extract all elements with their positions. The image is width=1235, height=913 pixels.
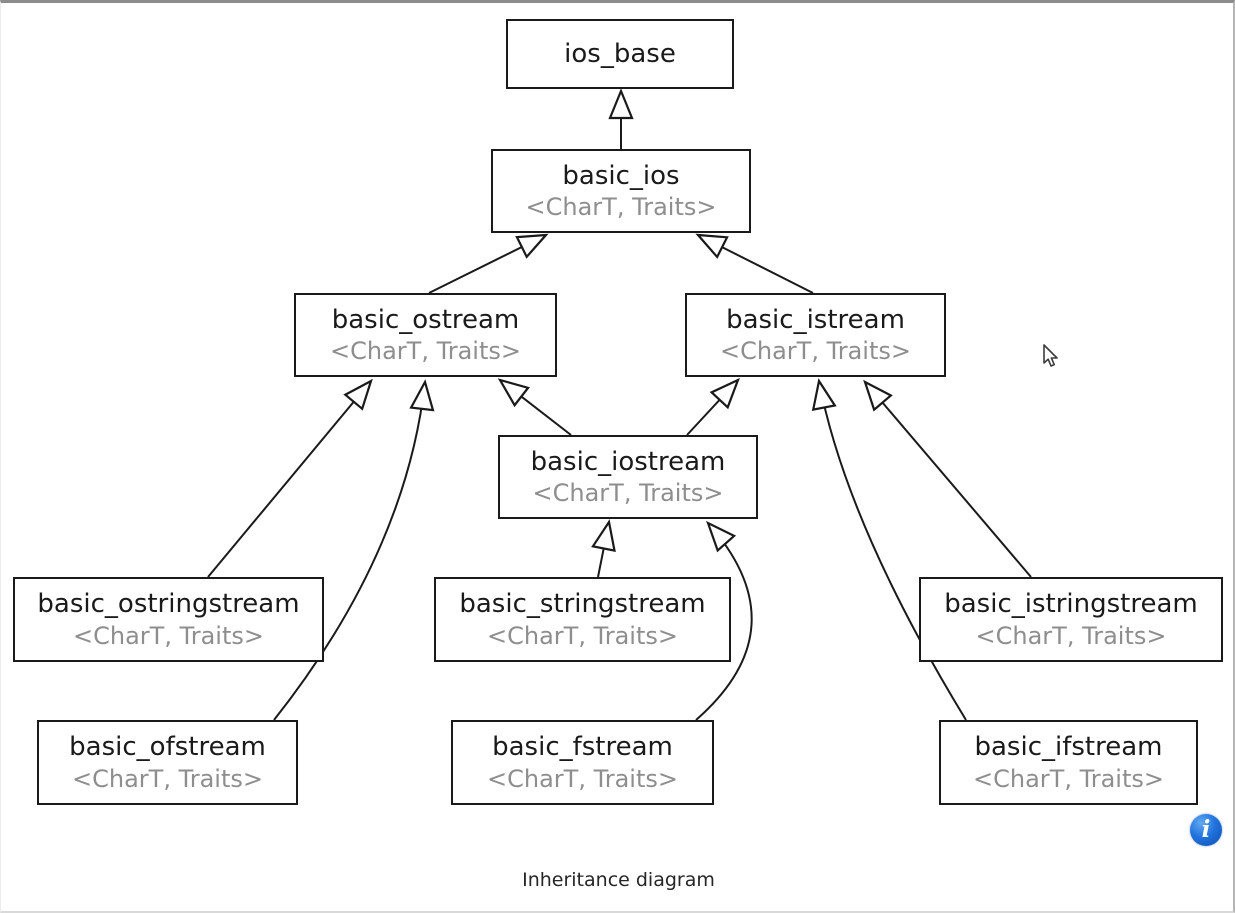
- template-params: <CharT, Traits>: [487, 764, 678, 793]
- class-name: basic_ofstream: [69, 732, 266, 763]
- class-name: ios_base: [564, 38, 676, 69]
- class-name: basic_stringstream: [459, 589, 706, 620]
- class-name: basic_ostringstream: [37, 589, 300, 620]
- class-node-basic_ostringstream: basic_ostringstream <CharT, Traits>: [13, 577, 324, 662]
- class-node-basic_ofstream: basic_ofstream <CharT, Traits>: [37, 720, 298, 805]
- template-params: <CharT, Traits>: [487, 621, 678, 650]
- edge-basic_ostringstream-to-basic_ostream: [207, 378, 373, 578]
- class-name: basic_istringstream: [944, 589, 1198, 620]
- diagram-caption: Inheritance diagram: [522, 869, 715, 891]
- class-node-basic_ostream: basic_ostream <CharT, Traits>: [294, 293, 557, 377]
- template-params: <CharT, Traits>: [532, 479, 724, 508]
- class-name: basic_fstream: [492, 732, 673, 763]
- template-params: <CharT, Traits>: [330, 337, 521, 366]
- edge-basic_stringstream-to-basic_iostream: [591, 519, 616, 578]
- class-name: basic_istream: [726, 304, 905, 335]
- class-node-basic_iostream: basic_iostream <CharT, Traits>: [498, 435, 758, 519]
- template-params: <CharT, Traits>: [973, 764, 1164, 793]
- template-params: <CharT, Traits>: [720, 337, 911, 366]
- class-name: basic_ifstream: [974, 732, 1163, 763]
- info-icon[interactable]: i: [1190, 814, 1222, 846]
- class-node-basic_stringstream: basic_stringstream <CharT, Traits>: [434, 577, 731, 662]
- template-params: <CharT, Traits>: [73, 621, 264, 650]
- class-node-basic_fstream: basic_fstream <CharT, Traits>: [451, 720, 714, 805]
- edge-basic_istringstream-to-basic_istream: [863, 379, 1032, 578]
- class-node-ios_base: ios_base: [506, 19, 734, 89]
- edge-basic_ifstream-to-basic_istream: [811, 378, 967, 721]
- class-name: basic_ostream: [331, 304, 520, 335]
- template-params: <CharT, Traits>: [72, 764, 263, 793]
- class-name: basic_ios: [562, 160, 680, 191]
- edge-basic_iostream-to-basic_istream: [686, 377, 740, 436]
- edge-layer: [207, 88, 1032, 721]
- mouse-cursor: [1043, 344, 1058, 367]
- class-node-basic_istringstream: basic_istringstream <CharT, Traits>: [919, 577, 1223, 662]
- edge-basic_iostream-to-basic_ostream: [497, 378, 572, 436]
- class-name: basic_iostream: [530, 446, 726, 477]
- info-icon-glyph: i: [1201, 815, 1211, 843]
- template-params: <CharT, Traits>: [525, 193, 717, 222]
- template-params: <CharT, Traits>: [975, 621, 1167, 650]
- edge-basic_ostream-to-basic_ios: [428, 233, 549, 294]
- edge-basic_ofstream-to-basic_ostream: [273, 379, 435, 721]
- edge-basic_istream-to-basic_ios: [695, 233, 814, 294]
- class-node-basic_ios: basic_ios <CharT, Traits>: [491, 149, 751, 233]
- class-node-basic_ifstream: basic_ifstream <CharT, Traits>: [939, 720, 1198, 805]
- edge-basic_fstream-to-basic_iostream: [695, 520, 753, 721]
- class-node-basic_istream: basic_istream <CharT, Traits>: [685, 293, 946, 377]
